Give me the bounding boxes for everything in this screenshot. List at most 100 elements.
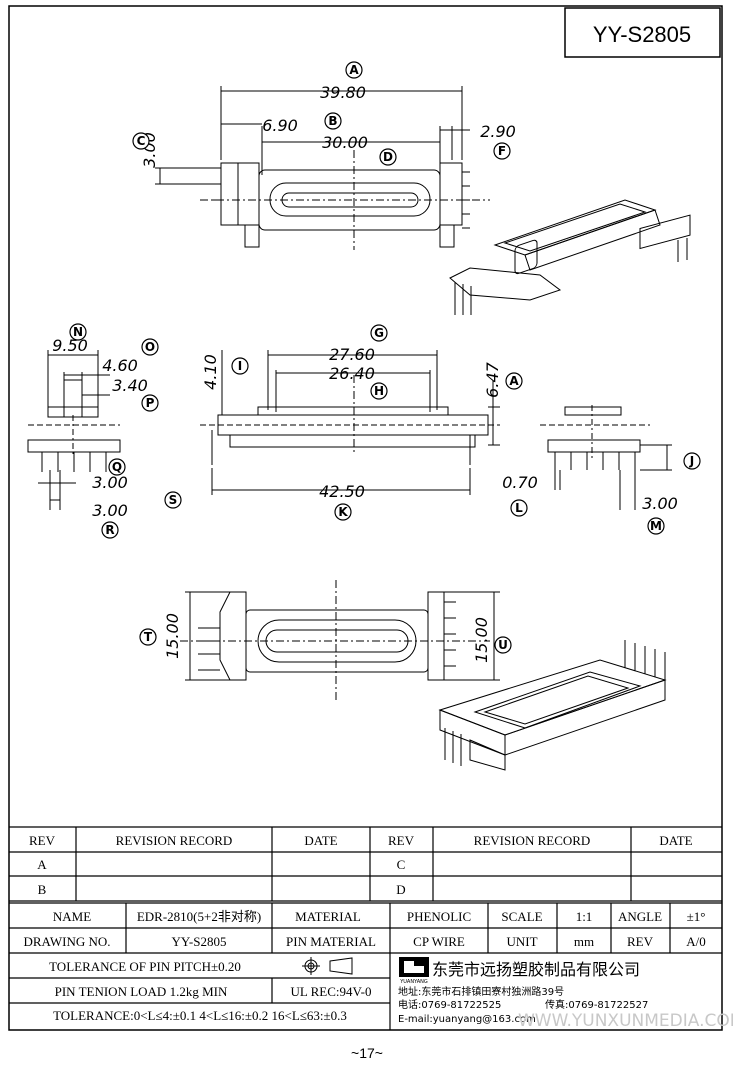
letter-circle-16 (683, 452, 701, 470)
title-box-text: YY-S2805 (593, 22, 691, 47)
rev-header-1: REV (29, 833, 56, 848)
letter-label-13: A (509, 374, 519, 388)
dim-T: 15.00 (163, 613, 182, 659)
letter-circle-15 (164, 491, 182, 509)
pin-material-value: CP WIRE (413, 934, 465, 949)
letter-circle-19 (139, 628, 157, 646)
letter-circle-7 (141, 394, 159, 412)
drawing-value: YY-S2805 (172, 934, 227, 949)
dim-O: 4.60 (102, 356, 138, 375)
letter-label-3: D (383, 150, 393, 164)
dim-B: 6.90 (262, 116, 298, 135)
unit-value: mm (574, 934, 594, 949)
dim-R: 3.00 (92, 501, 128, 520)
letter-circle-10 (370, 324, 388, 342)
drawing-label: DRAWING NO. (23, 934, 110, 949)
company-fax: 传真:0769-81722527 (545, 998, 648, 1011)
letter-label-14: K (338, 505, 348, 519)
name-label: NAME (53, 909, 91, 924)
iso-view-bottom (438, 640, 667, 771)
letter-circle-8 (108, 458, 126, 476)
letter-label-15: S (169, 493, 178, 507)
rev-row-b: B (38, 882, 47, 897)
letter-label-8: Q (112, 460, 122, 474)
letter-label-4: F (498, 144, 506, 158)
rev-header-3: DATE (304, 833, 337, 848)
letter-label-2: C (137, 134, 146, 148)
pin-tension: PIN TENION LOAD 1.2kg MIN (55, 984, 228, 999)
dim-K: 42.50 (319, 482, 365, 501)
ul-rec: UL REC:94V-0 (290, 984, 371, 999)
dim-N: 9.50 (52, 336, 88, 355)
letter-circle-3 (379, 148, 397, 166)
dim-F: 2.90 (480, 122, 516, 141)
dim-A-top: 39.80 (320, 83, 366, 102)
top-view (155, 86, 490, 250)
watermark: WWW.YUNXUNMEDIA.COM (518, 1011, 733, 1031)
letter-circle-14 (334, 503, 352, 521)
letter-label-11: H (374, 384, 384, 398)
bottom-view (180, 580, 500, 700)
letter-circle-0 (345, 61, 363, 79)
side-view-right (540, 405, 672, 510)
tolerance-pitch: TOLERANCE OF PIN PITCH±0.20 (49, 959, 241, 974)
letter-circle-6 (141, 338, 159, 356)
letter-label-9: R (105, 523, 114, 537)
rev-label: REV (627, 934, 654, 949)
rev-header-2: REVISION RECORD (116, 833, 233, 848)
name-value: EDR-2810(5+2非对称) (137, 909, 261, 924)
pin-material-label: PIN MATERIAL (286, 934, 376, 949)
iso-view-top (449, 199, 691, 315)
rev-row-c: C (397, 857, 406, 872)
letter-label-7: P (146, 396, 155, 410)
letter-circle-4 (493, 142, 511, 160)
company-phone: 电话:0769-81722525 (398, 998, 501, 1011)
letter-label-1: B (328, 114, 337, 128)
letter-circle-9 (101, 521, 119, 539)
letter-label-19: T (144, 630, 153, 644)
dim-G: 27.60 (329, 345, 375, 364)
rev-row-a: A (37, 857, 47, 872)
letter-label-5: N (73, 325, 83, 339)
revision-table (9, 826, 722, 902)
letter-circle-2 (132, 132, 150, 150)
company-name: 东莞市远扬塑胶制品有限公司 (432, 960, 640, 979)
sheet-border (8, 5, 723, 1031)
dim-M: 3.00 (642, 494, 678, 513)
letter-label-17: L (515, 501, 523, 515)
front-view-left (27, 350, 121, 510)
page-number: ~17~ (351, 1045, 383, 1061)
dim-Q: 3.00 (92, 473, 128, 492)
dim-D: 30.00 (322, 133, 368, 152)
projection-symbol-icon (302, 957, 353, 975)
rev-header-6: DATE (659, 833, 692, 848)
scale-value: 1:1 (576, 909, 593, 924)
letter-label-18: M (650, 519, 662, 533)
letter-circle-1 (324, 112, 342, 130)
dim-U: 15.00 (472, 617, 491, 663)
letter-circle-11 (370, 382, 388, 400)
letter-circle-20 (494, 636, 512, 654)
rev-value: A/0 (686, 934, 706, 949)
dim-I: 4.10 (201, 354, 220, 390)
unit-label: UNIT (506, 934, 537, 949)
material-label: MATERIAL (295, 909, 361, 924)
letter-label-10: G (374, 326, 384, 340)
letter-circle-5 (69, 323, 87, 341)
material-value: PHENOLIC (407, 909, 471, 924)
letter-circle-13 (505, 372, 523, 390)
company-logo (399, 957, 429, 977)
logo-text: YUANYANG (399, 979, 428, 985)
letter-circle-17 (510, 499, 528, 517)
dim-H: 26.40 (329, 364, 375, 383)
angle-label: ANGLE (618, 909, 662, 924)
dim-A-side: 6.47 (483, 361, 502, 397)
letter-label-0: A (349, 63, 359, 77)
tolerance-line: TOLERANCE:0<L≤4:±0.1 4<L≤16:±0.2 16<L≤63… (53, 1008, 347, 1023)
letter-label-16: J (689, 454, 694, 468)
letter-label-20: U (498, 638, 508, 652)
dim-P: 3.40 (112, 376, 148, 395)
company-email: E-mail:yuanyang@163.com (398, 1014, 536, 1025)
dim-L: 0.70 (502, 473, 538, 492)
